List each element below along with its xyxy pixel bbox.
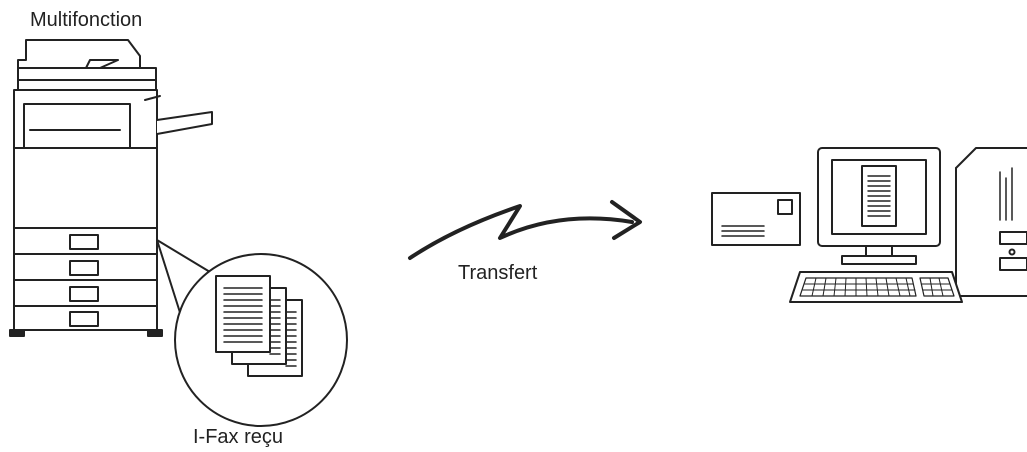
documents-icon [156, 239, 348, 427]
arrow-icon [408, 200, 642, 260]
received-ifax-label: I-Fax reçu [193, 426, 284, 448]
transfer-label: Transfert [458, 262, 538, 284]
computer-icon [789, 147, 1027, 303]
multifunction-label: Multifonction [30, 9, 143, 31]
envelope-icon [711, 192, 801, 246]
printer-icon [9, 39, 213, 337]
